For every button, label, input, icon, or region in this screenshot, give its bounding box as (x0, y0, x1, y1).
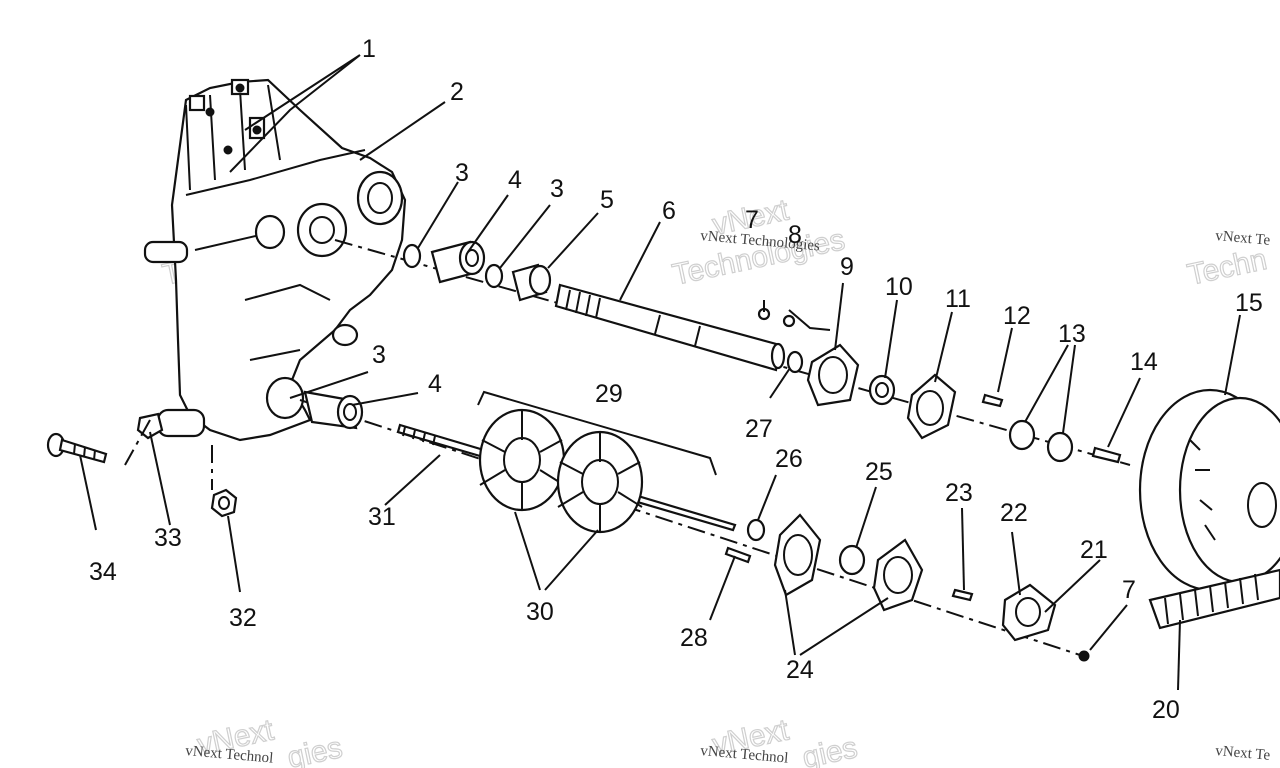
bearing-upper-outer (868, 374, 896, 406)
bolt-34 (46, 432, 108, 464)
callout-5: 5 (600, 186, 614, 214)
drive-sprocket-30a (478, 408, 566, 512)
callout-25: 25 (865, 458, 893, 486)
bearing-flange-lower-2 (872, 538, 924, 612)
callout-27: 27 (745, 415, 773, 443)
bearing-25 (838, 544, 866, 576)
o-ring (402, 243, 422, 269)
pin-23 (951, 588, 974, 602)
bracket-29 (477, 390, 717, 476)
nut-7-lower (1078, 650, 1090, 662)
callout-labels: 1 2 3 4 3 5 6 7 8 9 10 11 12 13 14 15 3 … (89, 35, 1263, 724)
callout-4-lower: 4 (428, 370, 442, 398)
watermark-bottom-small: vNext Technol (700, 743, 789, 767)
callout-28: 28 (680, 624, 708, 652)
dowel-pin (143, 240, 189, 264)
watermark-edge-big: Techn (1185, 243, 1270, 292)
callout-24: 24 (786, 656, 814, 684)
drive-sprocket-30b (556, 430, 644, 534)
bearing-cover-upper (906, 373, 957, 440)
callout-8: 8 (788, 221, 802, 249)
callout-3: 3 (550, 175, 564, 203)
end-cap-22 (1001, 583, 1057, 642)
callout-3: 3 (455, 159, 469, 187)
callout-30: 30 (526, 598, 554, 626)
watermark-bottom-big-2: gies (285, 731, 346, 768)
callout-21: 21 (1080, 536, 1108, 564)
callout-11: 11 (945, 285, 971, 313)
bearing-upper (430, 240, 486, 284)
bearing-flange-upper (806, 343, 860, 407)
callout-14: 14 (1130, 348, 1158, 376)
drive-shaft (554, 283, 786, 372)
o-ring (484, 263, 504, 289)
bolt-short (981, 393, 1004, 408)
callout-13: 13 (1058, 320, 1086, 348)
shim-washer (1008, 419, 1036, 451)
bearing-lower (303, 390, 364, 430)
callout-6: 6 (662, 197, 676, 225)
callout-9: 9 (840, 253, 854, 281)
nut-32 (210, 488, 238, 518)
callout-2: 2 (450, 78, 464, 106)
washer-small (782, 314, 796, 328)
chaincase-housing (143, 78, 407, 442)
callout-3-lower: 3 (372, 341, 386, 369)
watermark-bottom-big-2: gies (800, 731, 861, 768)
callout-26: 26 (775, 445, 803, 473)
dowel-pin (156, 408, 206, 438)
shim-washer (1046, 431, 1074, 463)
callout-10: 10 (885, 273, 913, 301)
watermark-edge-small: vNext Te (1215, 228, 1271, 249)
callout-23: 23 (945, 479, 973, 507)
guide-line (124, 419, 151, 466)
spacer-bushing (511, 263, 552, 302)
callout-34: 34 (89, 558, 117, 586)
callout-7: 7 (745, 206, 759, 234)
parts-drawing (46, 78, 1280, 662)
callout-7-lower: 7 (1122, 576, 1136, 604)
callout-12: 12 (1003, 302, 1031, 330)
callout-4: 4 (508, 166, 522, 194)
callout-33: 33 (154, 524, 182, 552)
callout-29: 29 (595, 380, 623, 408)
o-ring (786, 350, 804, 374)
watermark-bottom-small: vNext Te (1215, 743, 1271, 764)
watermark-bottom-small: vNext Technol (185, 743, 274, 767)
callout-1: 1 (362, 35, 376, 63)
callout-31: 31 (368, 503, 396, 531)
callout-32: 32 (229, 604, 257, 632)
screw-28 (724, 546, 752, 564)
driven-sprocket-15 (1138, 388, 1280, 592)
drive-chain-20 (1148, 568, 1280, 630)
callout-15: 15 (1235, 289, 1263, 317)
callout-20: 20 (1152, 696, 1180, 724)
roll-pin (1091, 446, 1122, 464)
callout-22: 22 (1000, 499, 1028, 527)
leader-lines (79, 54, 1241, 691)
bearing-flange-lower (773, 513, 822, 597)
nut-26 (746, 518, 766, 542)
